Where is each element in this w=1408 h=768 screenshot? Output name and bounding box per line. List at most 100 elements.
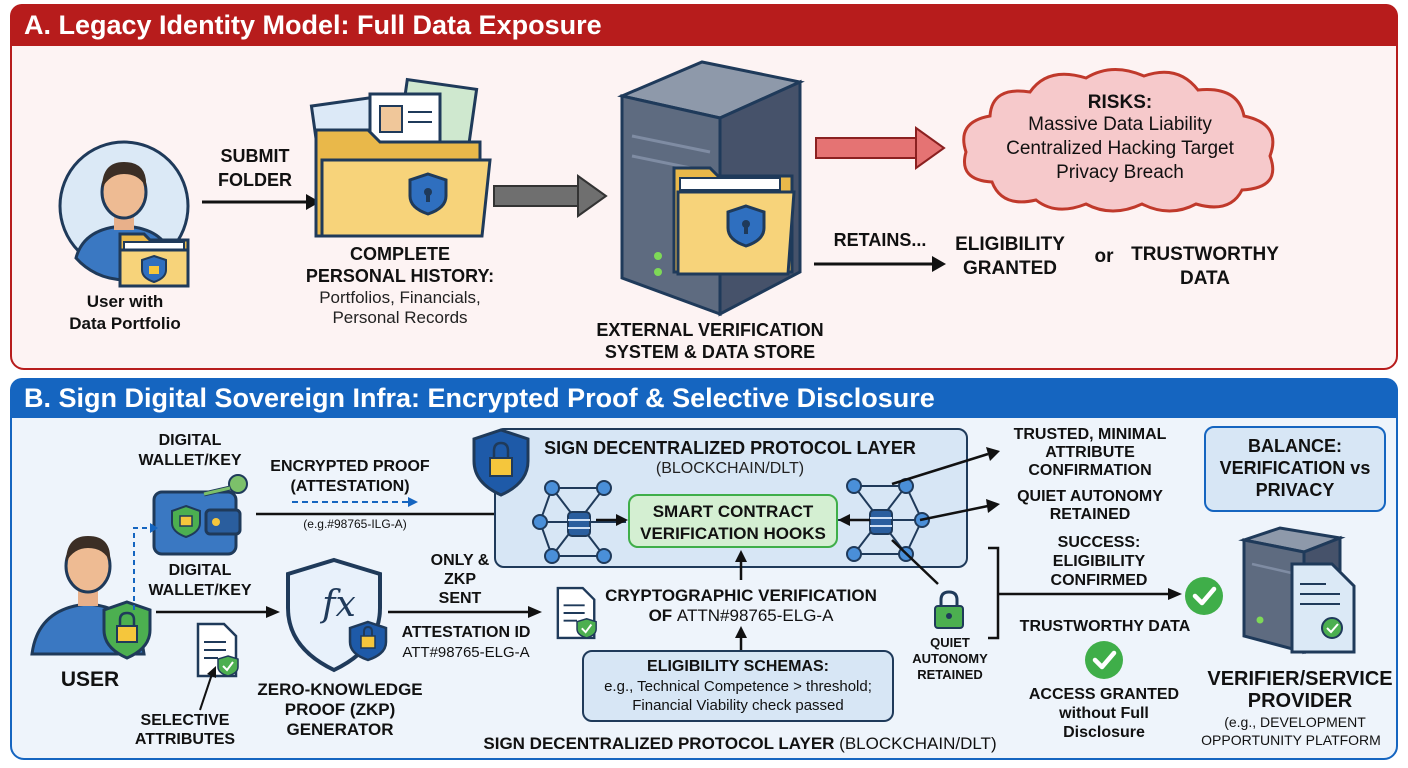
- quiet-mid-3: RETAINED: [917, 667, 983, 682]
- document-check-icon: [196, 622, 239, 678]
- smart-contract-2: VERIFICATION HOOKS: [640, 524, 826, 543]
- folder-icon: [118, 232, 190, 288]
- user-b-label: USER: [60, 668, 120, 691]
- selective-2: ATTRIBUTES: [134, 731, 236, 748]
- arrow-selective: [199, 666, 216, 711]
- risks-title: RISKS:: [1087, 92, 1153, 113]
- zkp-label-2: PROOF (ZKP): [284, 700, 396, 719]
- only-label-2: ZKP: [444, 571, 476, 588]
- history-items-2: Personal Records: [332, 308, 468, 327]
- server-label-1: EXTERNAL VERIFICATION: [596, 320, 824, 340]
- arrow-wallet-protocol: [256, 508, 528, 520]
- encrypted-proof-example: (e.g.#98765-ILG-A): [303, 517, 407, 531]
- arrow-up-schema: [735, 626, 747, 650]
- attestation-id-label: ATTESTATION ID: [401, 624, 531, 641]
- risk-item-1: Massive Data Liability: [1028, 114, 1212, 135]
- arrow-retains: [814, 256, 946, 272]
- encrypted-proof-1: ENCRYPTED PROOF: [270, 458, 430, 475]
- risk-item-3: Privacy Breach: [1056, 162, 1184, 183]
- balance-2: VERIFICATION vs: [1219, 458, 1371, 478]
- quiet-right-1: QUIET AUTONOMY: [1017, 488, 1163, 505]
- section-b-title: B. Sign Digital Sovereign Infra: Encrypt…: [10, 378, 1398, 418]
- balance-1: BALANCE:: [1248, 436, 1342, 456]
- shield-lock-icon: [102, 600, 152, 660]
- access-granted-1: ACCESS GRANTED: [1028, 686, 1180, 703]
- arrow-right-hook: [838, 514, 870, 526]
- arrow-to-server: [493, 174, 608, 218]
- check-circle-icon: [1085, 641, 1123, 679]
- padlock-icon: [934, 590, 964, 629]
- shield-lock-icon: [286, 557, 388, 673]
- encrypted-proof-2: (ATTESTATION): [290, 478, 410, 495]
- verifier-2: PROVIDER: [1247, 690, 1353, 712]
- verifier-example-1: (e.g., DEVELOPMENT: [1224, 714, 1366, 730]
- trusted-3: CONFIRMATION: [1028, 462, 1152, 479]
- arrow-user-zkp: [156, 606, 280, 618]
- submit-label-2: FOLDER: [218, 170, 292, 190]
- trusted-1: TRUSTED, MINIMAL: [1013, 426, 1167, 443]
- eligibility-1: ELIGIBILITY: [955, 234, 1065, 255]
- attestation-id-value: ATT#98765-ELG-A: [402, 644, 530, 661]
- footer-bold: SIGN DECENTRALIZED PROTOCOL LAYER: [483, 734, 835, 753]
- arrow-up-hooks: [735, 550, 747, 580]
- history-title-2: PERSONAL HISTORY:: [305, 266, 495, 286]
- protocol-subtitle: (BLOCKCHAIN/DLT): [655, 460, 805, 477]
- access-granted-2: without Full: [1059, 705, 1149, 722]
- verifier-example-2: OPPORTUNITY PLATFORM: [1201, 732, 1381, 748]
- user-icon: [58, 140, 190, 282]
- schema-line-1: e.g., Technical Competence > threshold;: [604, 678, 872, 695]
- server-label-2: SYSTEM & DATA STORE: [604, 342, 816, 362]
- user-a-label-1: User with: [86, 292, 164, 311]
- success-1: SUCCESS:: [1057, 534, 1141, 551]
- balance-box: [1204, 426, 1386, 512]
- trusted-2: ATTRIBUTE: [1045, 444, 1135, 461]
- access-granted-3: Disclosure: [1063, 724, 1145, 741]
- arrow-left-hook: [596, 514, 628, 526]
- zkp-label-3: GENERATOR: [286, 720, 394, 739]
- check-circle-icon: [1185, 577, 1223, 615]
- risk-item-2: Centralized Hacking Target: [1006, 138, 1234, 159]
- network-node-icon: [532, 480, 626, 564]
- zkp-label-1: ZERO-KNOWLEDGE: [257, 680, 423, 699]
- only-label-1: ONLY &: [430, 552, 490, 569]
- eligibility-schema-box: [582, 650, 894, 722]
- arrows-protocol-outputs: [891, 447, 1000, 585]
- wallet-icon: [152, 490, 242, 556]
- footer-protocol-label: SIGN DECENTRALIZED PROTOCOL LAYER (BLOCK…: [440, 734, 1040, 754]
- smart-contract-1: SMART CONTRACT: [652, 502, 814, 521]
- schema-line-2: Financial Viability check passed: [632, 697, 844, 714]
- history-items-1: Portfolios, Financials,: [319, 288, 481, 307]
- cloud-icon: [962, 68, 1275, 213]
- trustworthy-2: DATA: [1180, 268, 1230, 289]
- dashed-arrow-user-wallet: [133, 523, 158, 610]
- selective-1: SELECTIVE: [140, 712, 230, 729]
- folder-icon: [309, 77, 492, 238]
- wallet-top-label-2: WALLET/KEY: [138, 452, 242, 469]
- quiet-mid-1: QUIET: [930, 635, 970, 650]
- retains-label: RETAINS...: [833, 230, 927, 250]
- quiet-mid-2: AUTONOMY: [912, 651, 988, 666]
- shield-lock-icon: [472, 428, 530, 497]
- submit-label-1: SUBMIT: [220, 146, 290, 166]
- history-title-1: COMPLETE: [349, 244, 450, 264]
- verifier-1: VERIFIER/SERVICE: [1207, 668, 1393, 690]
- key-icon: [203, 474, 248, 497]
- crypto-verification-2: OF ATTN#98765-ELG-A: [596, 606, 886, 625]
- arrow-zkp-doc: [388, 606, 542, 618]
- user-a-label-2: Data Portfolio: [69, 314, 181, 333]
- wallet-bottom-label-1: DIGITAL: [168, 562, 232, 579]
- schema-title: ELIGIBILITY SCHEMAS:: [647, 658, 829, 675]
- only-label-3: SENT: [438, 590, 482, 607]
- eligibility-2: GRANTED: [963, 258, 1057, 279]
- wallet-bottom-label-2: WALLET/KEY: [148, 582, 252, 599]
- server-icon: [617, 60, 805, 317]
- bracket-success: [988, 546, 1182, 640]
- document-check-icon: [556, 586, 597, 640]
- arrow-submit: [202, 194, 320, 210]
- trustworthy-data: TRUSTWORTHY DATA: [1019, 618, 1191, 635]
- smart-contract-box: [628, 494, 838, 548]
- success-3: CONFIRMED: [1050, 572, 1148, 589]
- section-a-title: A. Legacy Identity Model: Full Data Expo…: [10, 4, 1398, 46]
- wallet-top-label-1: DIGITAL: [158, 432, 222, 449]
- quiet-right-2: RETAINED: [1049, 506, 1131, 523]
